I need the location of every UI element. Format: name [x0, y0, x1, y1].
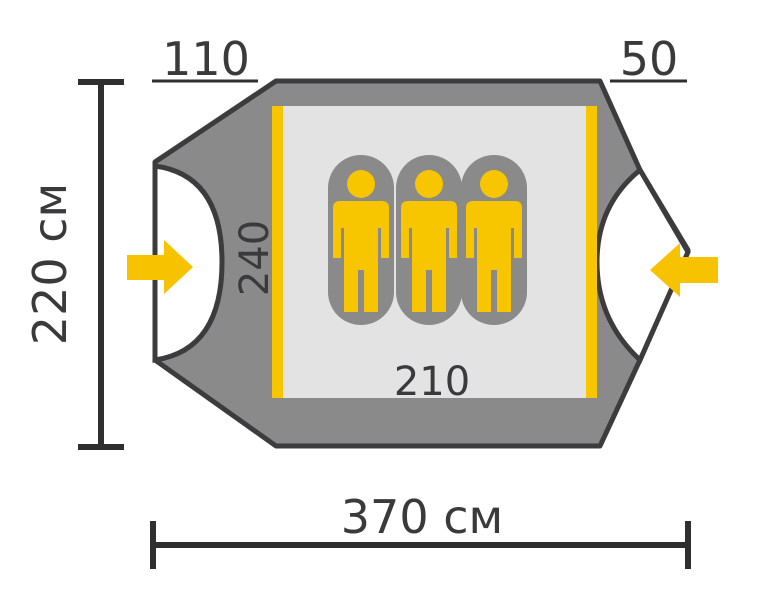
inner-tent-left-strip: [272, 106, 283, 398]
person-icon: [401, 170, 457, 312]
entrance-arrow-left-icon: [127, 240, 193, 294]
entrance-arrow-right-icon: [650, 243, 718, 297]
sleeping-bag-1: [328, 155, 394, 325]
overall-length-label: 370 см: [341, 490, 503, 544]
person-icon: [333, 170, 389, 312]
sleeping-bag-2: [396, 155, 462, 325]
vestibule-left-label: 110: [162, 32, 250, 86]
inner-width-label: 210: [394, 359, 470, 405]
sleeping-bag-3: [461, 155, 527, 325]
inner-height-label: 240: [232, 220, 278, 296]
overall-height-label: 220 см: [23, 183, 77, 345]
vestibule-right-label: 50: [620, 32, 679, 86]
right-door-opening: [594, 166, 691, 365]
person-icon: [466, 170, 522, 312]
inner-tent-right-strip: [586, 106, 597, 398]
